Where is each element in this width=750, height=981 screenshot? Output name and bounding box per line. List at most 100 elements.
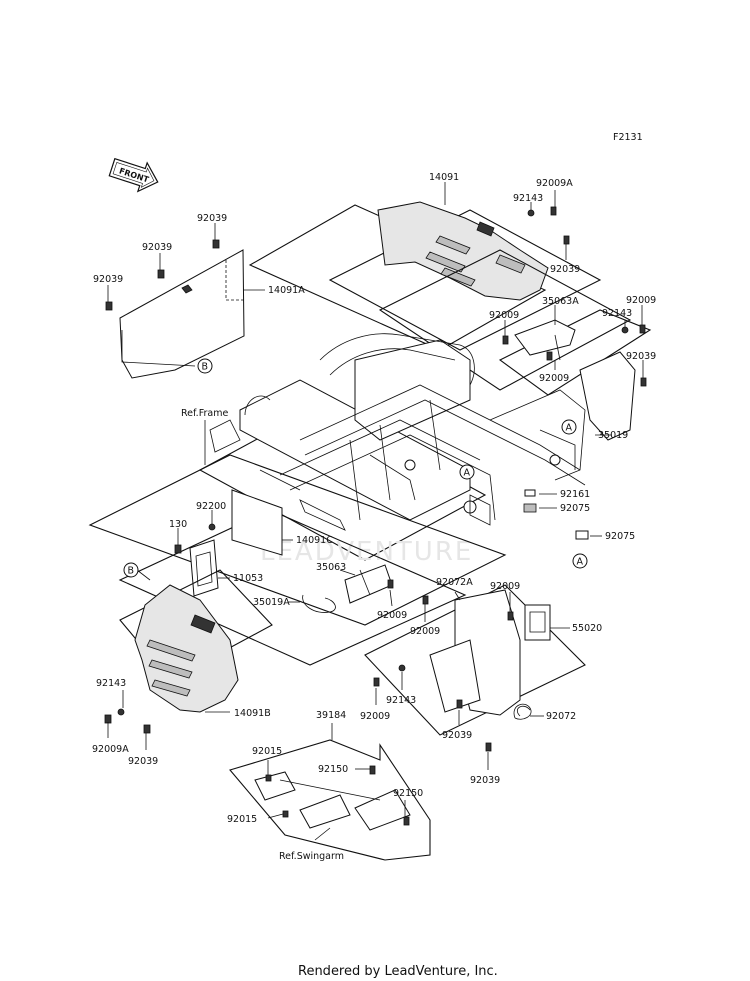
label-92039-c: 92039 [93, 274, 123, 285]
label-92150-b: 92150 [393, 788, 423, 799]
callout-a-frame: A [561, 419, 577, 435]
bolt-icon [105, 301, 113, 311]
washer-icon [524, 489, 536, 497]
washer-icon [208, 523, 216, 531]
footer-credit: Rendered by LeadVenture, Inc. [298, 964, 498, 979]
bracket-35019 [378, 249, 652, 441]
label-92143-m: 92143 [386, 695, 416, 706]
label-92039-d: 92039 [550, 264, 580, 275]
washer-icon [527, 209, 535, 217]
label-92039-a: 92039 [197, 213, 227, 224]
label-92075-a: 92075 [560, 503, 590, 514]
svg-text:B: B [202, 362, 209, 373]
label-92039-m: 92039 [442, 730, 472, 741]
label-11053: 11053 [233, 573, 263, 584]
bolt-icon [387, 579, 394, 589]
washer-icon [621, 326, 629, 334]
front-arrow-icon: FRONT [108, 157, 159, 193]
label-92039-l: 92039 [128, 756, 158, 767]
bolt-icon [485, 742, 492, 752]
label-92015-b: 92015 [227, 814, 257, 825]
label-92009-c1: 92009 [377, 610, 407, 621]
bolt-icon [143, 724, 151, 734]
bolt-icon [104, 714, 112, 724]
bolt-icon [563, 235, 570, 245]
svg-text:A: A [566, 423, 573, 434]
left-lower-group [88, 454, 507, 666]
label-92009A-l: 92009A [92, 744, 129, 755]
label-35019A: 92072A [436, 577, 473, 588]
svg-text:A: A [464, 468, 471, 479]
label-92200: 92200 [196, 501, 226, 512]
svg-text:B: B [128, 566, 135, 577]
label-92009-low: 92009 [539, 373, 569, 384]
ref-frame: Ref.Frame [181, 408, 228, 419]
label-92150-a: 92150 [318, 764, 348, 775]
label-92143-top: 92143 [513, 193, 543, 204]
mudguard-35019A [364, 584, 586, 736]
label-35063: 35063 [316, 562, 346, 573]
bolt-icon [373, 677, 380, 687]
bolt-icon [174, 544, 182, 554]
label-130: 130 [169, 519, 187, 530]
bolt-icon [502, 335, 509, 345]
label-35019: 35019 [598, 430, 628, 441]
bolt-icon [640, 377, 647, 387]
bolt-icon [282, 810, 289, 818]
label-39184: 39184 [316, 710, 346, 721]
label-92015-a: 92015 [252, 746, 282, 757]
label-92161: 92161 [560, 489, 590, 500]
label-92009-m: 92009 [360, 711, 390, 722]
ref-swingarm: Ref.Swingarm [279, 851, 344, 862]
label-92072A: 35019A [253, 597, 290, 608]
bolt-icon [265, 774, 272, 782]
part-labels: 14091 92009A 92143 92039 92039 92039 920… [92, 172, 656, 862]
bolt-icon [456, 699, 463, 709]
label-35063A: 35063A [542, 296, 579, 307]
svg-text:A: A [577, 557, 584, 568]
label-14091A: 14091A [268, 285, 305, 296]
label-92039-tr: 92039 [626, 351, 656, 362]
label-14091C: 14091C [296, 535, 333, 546]
washer-icon [117, 708, 125, 716]
callout-a-center: A [459, 464, 475, 480]
label-92143-l: 92143 [96, 678, 126, 689]
cover-14091B [119, 569, 273, 713]
bolt-icon [550, 206, 557, 216]
label-14091: 14091 [429, 172, 459, 183]
cover-14091 [328, 201, 602, 351]
bolt-icon [422, 595, 429, 605]
label-92009-r: 92009 [490, 581, 520, 592]
bolt-icon [639, 324, 646, 334]
bracket-box-39184 [229, 739, 431, 861]
panel-14091A [119, 204, 547, 379]
clip-icon [516, 705, 531, 717]
label-92009-c2: 92009 [410, 626, 440, 637]
label-92072: 92072 [546, 711, 576, 722]
label-55020: 55020 [572, 623, 602, 634]
bolt-icon [157, 269, 165, 279]
label-92039-r: 92039 [470, 775, 500, 786]
main-frame [198, 333, 586, 561]
bolt-icon [546, 351, 553, 361]
label-92143-tr: 92143 [602, 308, 632, 319]
callout-a-right: A [572, 553, 588, 569]
bolt-icon [369, 765, 376, 775]
bolt-icon [212, 239, 220, 249]
fasteners [104, 206, 647, 826]
label-92009-mid: 92009 [489, 310, 519, 321]
diagram-code: F2131 [613, 132, 643, 143]
callout-b-top: B [197, 358, 213, 374]
label-92075-b: 92075 [605, 531, 635, 542]
callout-b-bottom: B [123, 562, 139, 578]
label-14091B: 14091B [234, 708, 271, 719]
label-92009-tr: 92009 [626, 295, 656, 306]
label-92039-b: 92039 [142, 242, 172, 253]
bolt-icon [403, 816, 410, 826]
leader-lines [107, 182, 644, 841]
washer-icon [398, 664, 406, 672]
label-92009A-top: 92009A [536, 178, 573, 189]
washer-icon [575, 530, 589, 540]
bolt-icon [507, 611, 514, 621]
